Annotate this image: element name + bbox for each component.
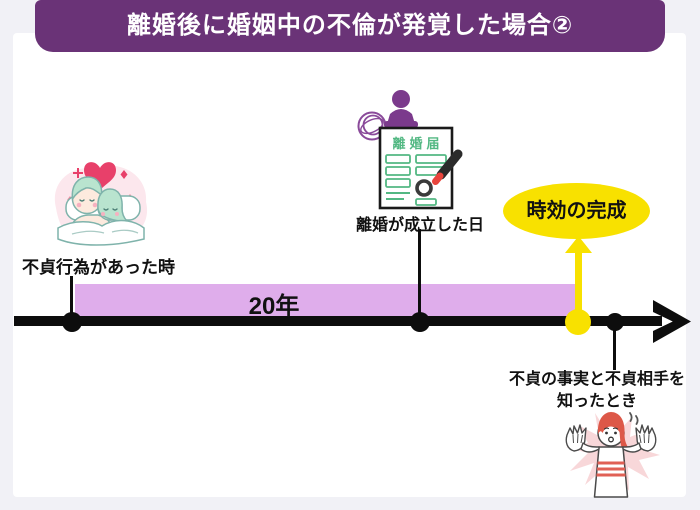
- form-field: [385, 154, 411, 164]
- sparkle-icon: [73, 168, 83, 178]
- divorce-point: [410, 312, 430, 332]
- couple-in-bed-illustration: [54, 162, 148, 246]
- woman-hair: [597, 412, 628, 447]
- stamp-scribble: [360, 117, 384, 135]
- divorce-form-with-stamp-illustration: 離婚届: [357, 90, 463, 210]
- discovery-label-line1: 不貞の事実と不貞相手を: [508, 371, 685, 388]
- affair-point: [62, 312, 82, 332]
- woman-mouth: [608, 436, 614, 443]
- prescription-callout: 時効の完成: [503, 183, 650, 239]
- form-field: [415, 198, 437, 206]
- duration-bar: [75, 284, 578, 317]
- content-card: [13, 33, 686, 497]
- woman-blush: [115, 212, 119, 216]
- discovery-tick: [613, 330, 616, 370]
- prescription-point: [565, 309, 591, 335]
- stamp-knob: [392, 90, 410, 108]
- woman-brows: [603, 427, 619, 430]
- right-sleeve: [622, 442, 642, 453]
- duration-label: 20年: [248, 293, 300, 320]
- title-banner: 離婚後に婚姻中の不倫が発覚した場合②: [35, 0, 665, 52]
- form-field: [385, 166, 411, 176]
- discovery-label-line2: 知ったとき: [556, 393, 637, 411]
- divorce-tick: [418, 229, 421, 322]
- woman-eye: [614, 431, 617, 435]
- stamp-ring: [415, 179, 433, 197]
- affair-time-label: 不貞行為があった時: [22, 258, 175, 277]
- surprised-woman-illustration: [565, 411, 660, 498]
- woman-eyes: [103, 208, 118, 211]
- pen-body: [436, 149, 463, 180]
- form-field: [385, 178, 411, 188]
- woman-eye: [605, 431, 608, 435]
- man-blush: [92, 202, 98, 208]
- pen-tip: [432, 172, 444, 185]
- page-title: 離婚後に婚姻中の不倫が発覚した場合②: [126, 12, 574, 39]
- left-sleeve: [580, 442, 600, 453]
- woman-shirt: [593, 446, 629, 498]
- prescription-label: 時効の完成: [526, 200, 627, 222]
- form-lines: [386, 192, 410, 200]
- heart-icon: [84, 162, 116, 190]
- divorce-day-label: 離婚が成立した日: [355, 217, 484, 234]
- man-blush: [76, 202, 82, 208]
- sparkle-icon: [120, 170, 128, 179]
- woman-blush: [101, 212, 105, 216]
- man-eyes: [79, 199, 95, 202]
- blanket-fold: [71, 229, 139, 235]
- stamp-base: [384, 121, 418, 128]
- paper-title: 離婚届: [392, 136, 443, 151]
- sweat-drops-icon: [629, 412, 639, 425]
- timeline-axis: [14, 316, 662, 326]
- prescription-arrow-shaft: [575, 250, 582, 322]
- stamp-body: [387, 109, 415, 124]
- form-field: [415, 154, 447, 164]
- affair-tick: [70, 276, 73, 322]
- shirt-stripes: [596, 461, 626, 477]
- discovery-point: [606, 313, 624, 331]
- discovery-label: 不貞の事実と不貞相手を 知ったとき: [507, 369, 687, 414]
